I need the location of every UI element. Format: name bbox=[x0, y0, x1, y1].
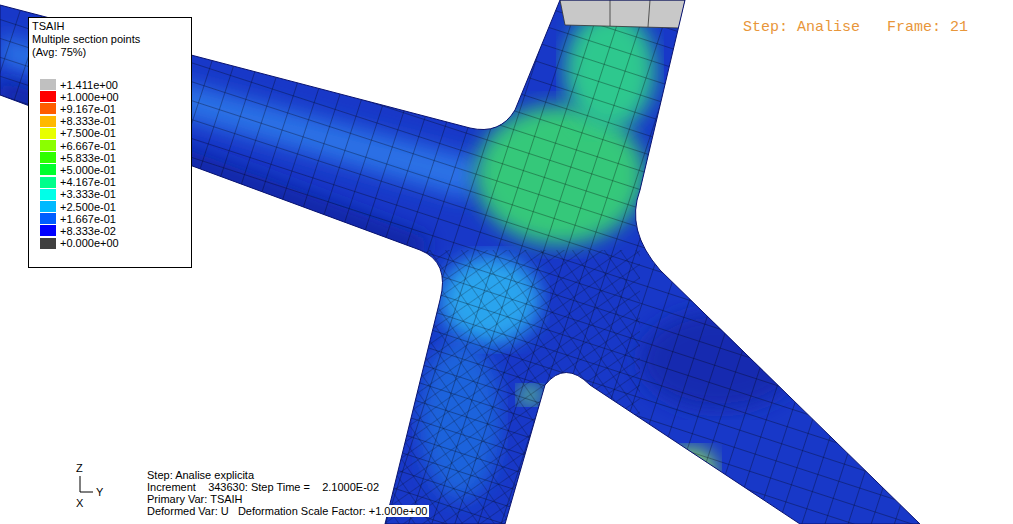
deformed-variable: Deformed Var: U Deformation Scale Factor… bbox=[145, 505, 429, 517]
legend-value: +9.167e-01 bbox=[60, 103, 116, 115]
frame-outline bbox=[0, 0, 920, 524]
legend-value: +6.667e-01 bbox=[60, 140, 116, 152]
legend-swatch bbox=[40, 225, 56, 236]
legend-swatch bbox=[40, 103, 56, 114]
legend-value: +8.333e-01 bbox=[60, 115, 116, 127]
legend-swatch bbox=[40, 213, 56, 224]
legend-swatch bbox=[40, 177, 56, 188]
legend-swatch bbox=[40, 164, 56, 175]
primary-variable: Primary Var: TSAIH bbox=[145, 493, 245, 505]
axis-label: Z bbox=[76, 462, 83, 474]
legend-value: +7.500e-01 bbox=[60, 127, 116, 139]
step-info: Step: Analise explicita bbox=[145, 469, 256, 481]
legend-swatch bbox=[40, 128, 56, 139]
legend-value: +0.000e+00 bbox=[60, 237, 119, 249]
legend-value: +1.667e-01 bbox=[60, 213, 116, 225]
legend-swatch bbox=[40, 201, 56, 212]
legend-value: +3.333e-01 bbox=[60, 188, 116, 200]
axis-triad bbox=[80, 476, 93, 492]
legend-swatch bbox=[40, 116, 56, 127]
legend-value: +2.500e-01 bbox=[60, 201, 116, 213]
axis-label: Y bbox=[96, 486, 103, 498]
legend-value: +5.833e-01 bbox=[60, 152, 116, 164]
legend-swatch bbox=[40, 140, 56, 151]
legend-swatch bbox=[40, 91, 56, 102]
legend-swatch bbox=[40, 79, 56, 90]
legend-title: TSAIH bbox=[32, 20, 64, 32]
legend-swatch bbox=[40, 238, 56, 249]
legend-value: +4.167e-01 bbox=[60, 176, 116, 188]
legend-subtitle: Multiple section points bbox=[32, 33, 140, 45]
legend-value: +5.000e-01 bbox=[60, 164, 116, 176]
legend-value: +1.411e+00 bbox=[60, 79, 118, 91]
frame-info: Step: Analise Frame: 21 bbox=[743, 20, 968, 36]
legend-value: +8.333e-02 bbox=[60, 225, 116, 237]
legend-value: +1.000e+00 bbox=[60, 91, 119, 103]
legend-swatch bbox=[40, 152, 56, 163]
increment-info: Increment 343630: Step Time = 2.1000E-02 bbox=[145, 481, 381, 493]
legend-averaging: (Avg: 75%) bbox=[32, 46, 86, 58]
legend-swatch bbox=[40, 189, 56, 200]
axis-label: X bbox=[76, 497, 83, 509]
